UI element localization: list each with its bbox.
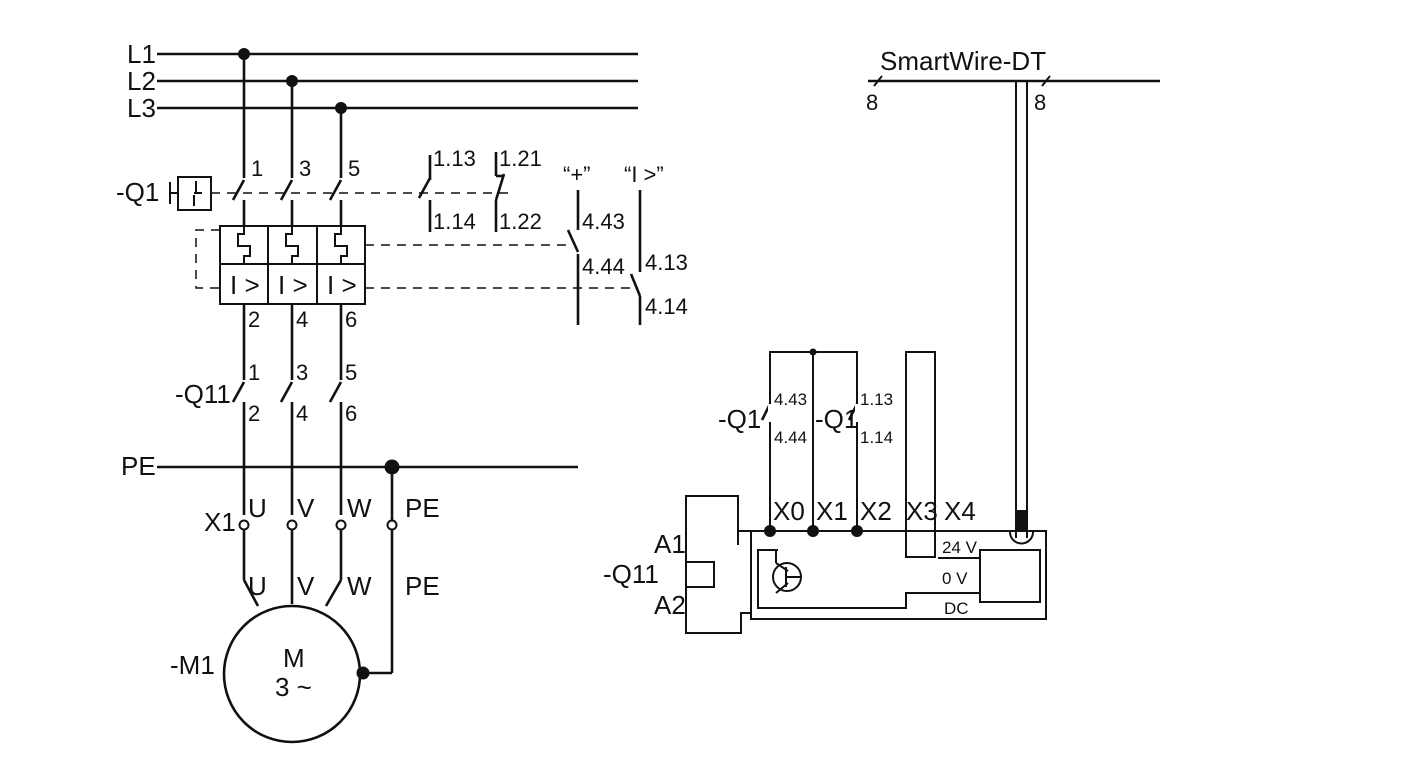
terminal-v [286,519,298,531]
q1-trip-symbol-1: I > [230,270,260,300]
bus-label-l2: L2 [127,66,156,96]
q1-trip-symbol-2: I > [278,270,308,300]
q11-terminal-3: 3 [296,360,308,385]
q1-aux-contact-113 [417,155,432,232]
control-q1-b-bot: 1.14 [860,428,893,447]
q1-terminal-2: 2 [248,307,260,332]
q1-aux-414-label: 4.14 [645,294,688,319]
module-dc-label: DC [944,599,969,618]
q11-reference: -Q11 [175,379,231,409]
motor-symbol [222,604,362,744]
q1-aux-114-label: 1.14 [433,209,476,234]
input-x0-label: X0 [773,496,805,526]
q11-terminal-6: 6 [345,401,357,426]
smartwire-count-left: 8 [866,90,878,115]
q11-terminal-1: 1 [248,360,260,385]
power-circuit: L1 L2 L3 1 3 5 -Q1 [116,39,688,744]
motor-letter: M [283,643,305,673]
terminal-w-label: W [347,493,372,523]
input-x2-label: X2 [860,496,892,526]
q1-terminal-5: 5 [348,156,360,181]
motor-pe-junction [356,666,370,680]
smartwire-count-right: 8 [1034,90,1046,115]
motor-lead-v-label: V [297,571,315,601]
q11-terminal-4: 4 [296,401,308,426]
input-x3-label: X3 [906,496,938,526]
coil-wiring [685,495,751,634]
terminal-pe-label: PE [405,493,440,523]
coil-a1-label: A1 [654,529,686,559]
motor-reference: -M1 [170,650,215,680]
q1-aux-113-label: 1.13 [433,146,476,171]
q1-aux-413-label: 4.13 [645,250,688,275]
q1-aux-122-label: 1.22 [499,209,542,234]
q1-terminal-6: 6 [345,307,357,332]
motor-lead-pe-label: PE [405,571,440,601]
motor-type: 3 ~ [275,672,312,702]
q1-trip-symbol-3: I > [327,270,357,300]
q1-aux-contact-413 [629,190,642,325]
bus-label-l3: L3 [127,93,156,123]
module-0v-label: 0 V [942,569,968,588]
smartwire-title: SmartWire-DT [880,46,1046,76]
motor-lead-w-label: W [347,571,372,601]
q1-terminal-1: 1 [251,156,263,181]
q1-aux-contact-443 [566,190,580,325]
terminal-u-label: U [248,493,267,523]
q11-terminal-5: 5 [345,360,357,385]
terminal-pe [386,519,398,531]
q1-aux-443-label: 4.43 [582,209,625,234]
pe-bus-label: PE [121,451,156,481]
coil-reference: -Q11 [603,559,659,589]
smartwire-power-block [979,549,1041,603]
control-circuit: SmartWire-DT 8 8 24 V 0 V DC X0 X1 X2 X3… [603,46,1160,634]
input-x3-loop [905,351,936,558]
q1-aux-contact-121 [494,152,506,232]
signal-plus-label: “+” [563,162,591,187]
q1-aux-444-label: 4.44 [582,254,625,279]
control-q1-a-top: 4.43 [774,390,807,409]
motor-lead-u-label: U [248,571,267,601]
terminal-u [238,519,250,531]
q1-main-contacts [231,179,343,225]
q11-terminal-2: 2 [248,401,260,426]
control-q1-b-top: 1.13 [860,390,893,409]
module-24v-label: 24 V [942,538,978,557]
control-q1-a-bot: 4.44 [774,428,807,447]
coil-a2-label: A2 [654,590,686,620]
signal-trip-label: “I >” [624,162,664,187]
q1-terminal-3: 3 [299,156,311,181]
control-q1-ref-b: -Q1 [815,404,858,434]
q1-terminal-4: 4 [296,307,308,332]
input-x1-label: X1 [816,496,848,526]
terminal-strip-x1: X1 [204,507,236,537]
q1-aux-121-label: 1.21 [499,146,542,171]
smartwire-module [750,530,1047,620]
coil-q11 [685,561,715,588]
terminal-v-label: V [297,493,315,523]
transistor-output [772,562,802,592]
q1-reference: -Q1 [116,177,159,207]
q11-main-contacts [231,381,343,515]
terminal-w [335,519,347,531]
smartwire-connector [1015,510,1028,532]
control-q1-ref-a: -Q1 [718,404,761,434]
input-x4-label: X4 [944,496,976,526]
bus-label-l1: L1 [127,39,156,69]
